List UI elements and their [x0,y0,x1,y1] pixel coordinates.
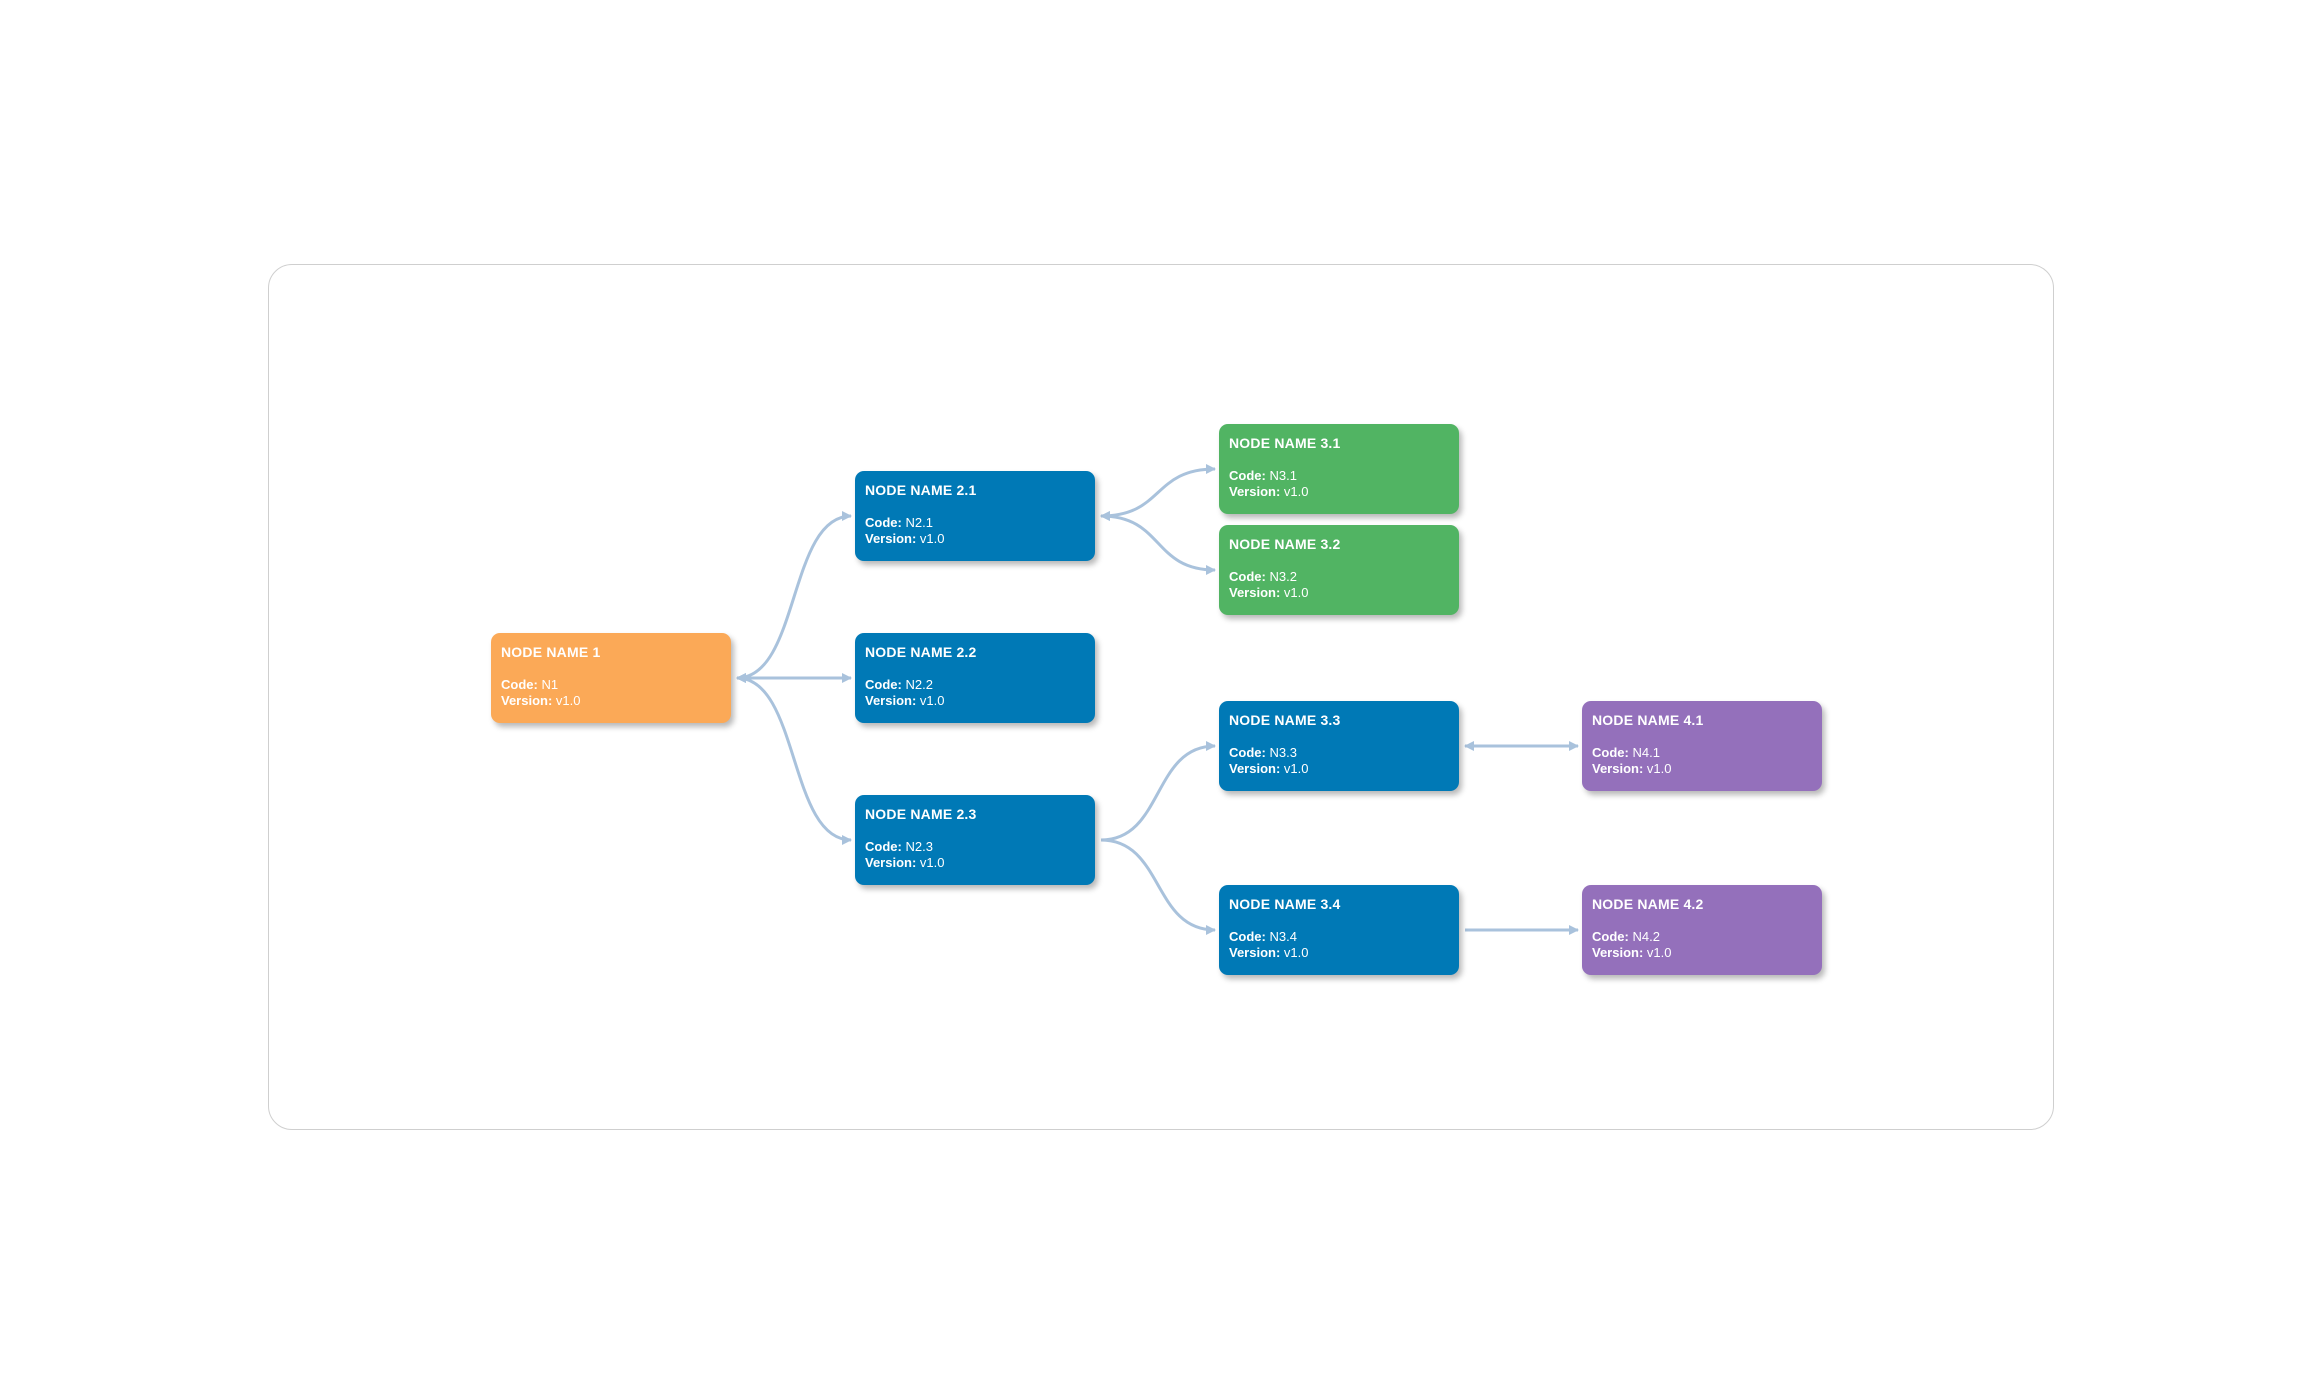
node-n1[interactable]: NODE NAME 1 Code: N1 Version: v1.0 [491,633,731,723]
version-value: v1.0 [1283,761,1309,776]
node-title: NODE NAME 3.3 [1229,712,1341,728]
node-version: Version: v1.0 [1229,484,1449,500]
version-label: Version: [865,693,917,708]
code-value: N3.2 [1269,569,1297,584]
code-value: N3.1 [1269,468,1297,483]
node-title: NODE NAME 2.2 [865,644,977,660]
code-label: Code: [1229,745,1266,760]
node-title: NODE NAME 3.2 [1229,536,1341,552]
node-code: Code: N4.1 [1592,745,1812,761]
code-value: N4.2 [1632,929,1660,944]
node-n3-4[interactable]: NODE NAME 3.4 Code: N3.4 Version: v1.0 [1219,885,1459,975]
edge-n21-n32 [1100,511,1216,575]
code-value: N1 [541,677,559,692]
code-label: Code: [1592,745,1629,760]
version-label: Version: [865,855,917,870]
node-n2-2[interactable]: NODE NAME 2.2 Code: N2.2 Version: v1.0 [855,633,1095,723]
code-value: N4.1 [1632,745,1660,760]
code-value: N2.1 [905,515,933,530]
node-title: NODE NAME 2.1 [865,482,977,498]
node-code: Code: N2.2 [865,677,1085,693]
node-code: Code: N3.4 [1229,929,1449,945]
version-value: v1.0 [919,855,945,870]
version-value: v1.0 [1283,585,1309,600]
code-label: Code: [1229,569,1266,584]
edge-n21-n31 [1100,464,1216,521]
version-value: v1.0 [555,693,581,708]
node-code: Code: N3.1 [1229,468,1449,484]
code-label: Code: [1229,468,1266,483]
node-n4-2[interactable]: NODE NAME 4.2 Code: N4.2 Version: v1.0 [1582,885,1822,975]
code-label: Code: [865,839,902,854]
code-label: Code: [501,677,538,692]
code-value: N3.3 [1269,745,1297,760]
version-value: v1.0 [1646,945,1672,960]
version-value: v1.0 [919,531,945,546]
version-label: Version: [1592,945,1644,960]
node-n2-1[interactable]: NODE NAME 2.1 Code: N2.1 Version: v1.0 [855,471,1095,561]
node-title: NODE NAME 4.1 [1592,712,1704,728]
node-version: Version: v1.0 [865,693,1085,709]
node-version: Version: v1.0 [1229,585,1449,601]
code-value: N3.4 [1269,929,1297,944]
version-value: v1.0 [1283,945,1309,960]
node-title: NODE NAME 4.2 [1592,896,1704,912]
node-code: Code: N2.3 [865,839,1085,855]
node-n3-2[interactable]: NODE NAME 3.2 Code: N3.2 Version: v1.0 [1219,525,1459,615]
node-n3-3[interactable]: NODE NAME 3.3 Code: N3.3 Version: v1.0 [1219,701,1459,791]
node-title: NODE NAME 1 [501,644,601,660]
code-label: Code: [865,677,902,692]
version-label: Version: [1229,585,1281,600]
node-code: Code: N2.1 [865,515,1085,531]
node-title: NODE NAME 3.1 [1229,435,1341,451]
code-label: Code: [1592,929,1629,944]
node-version: Version: v1.0 [1592,761,1812,777]
edge-n23-n33 [1100,741,1216,842]
code-value: N2.3 [905,839,933,854]
node-version: Version: v1.0 [865,855,1085,871]
node-version: Version: v1.0 [1229,945,1449,961]
node-title: NODE NAME 3.4 [1229,896,1341,912]
node-version: Version: v1.0 [1592,945,1812,961]
code-value: N2.2 [905,677,933,692]
version-label: Version: [1592,761,1644,776]
edge-n1-n21 [736,511,852,683]
version-label: Version: [1229,484,1281,499]
node-code: Code: N1 [501,677,721,693]
node-code: Code: N3.3 [1229,745,1449,761]
node-version: Version: v1.0 [865,531,1085,547]
version-value: v1.0 [1646,761,1672,776]
version-label: Version: [865,531,917,546]
version-label: Version: [501,693,553,708]
version-value: v1.0 [919,693,945,708]
edge-n23-n34 [1100,838,1216,935]
node-n4-1[interactable]: NODE NAME 4.1 Code: N4.1 Version: v1.0 [1582,701,1822,791]
node-n2-3[interactable]: NODE NAME 2.3 Code: N2.3 Version: v1.0 [855,795,1095,885]
node-n3-1[interactable]: NODE NAME 3.1 Code: N3.1 Version: v1.0 [1219,424,1459,514]
code-label: Code: [865,515,902,530]
node-version: Version: v1.0 [1229,761,1449,777]
version-label: Version: [1229,945,1281,960]
node-code: Code: N3.2 [1229,569,1449,585]
node-version: Version: v1.0 [501,693,721,709]
version-value: v1.0 [1283,484,1309,499]
edge-n1-n23 [736,673,852,845]
version-label: Version: [1229,761,1281,776]
node-code: Code: N4.2 [1592,929,1812,945]
edge-group [736,464,1579,935]
node-title: NODE NAME 2.3 [865,806,977,822]
code-label: Code: [1229,929,1266,944]
